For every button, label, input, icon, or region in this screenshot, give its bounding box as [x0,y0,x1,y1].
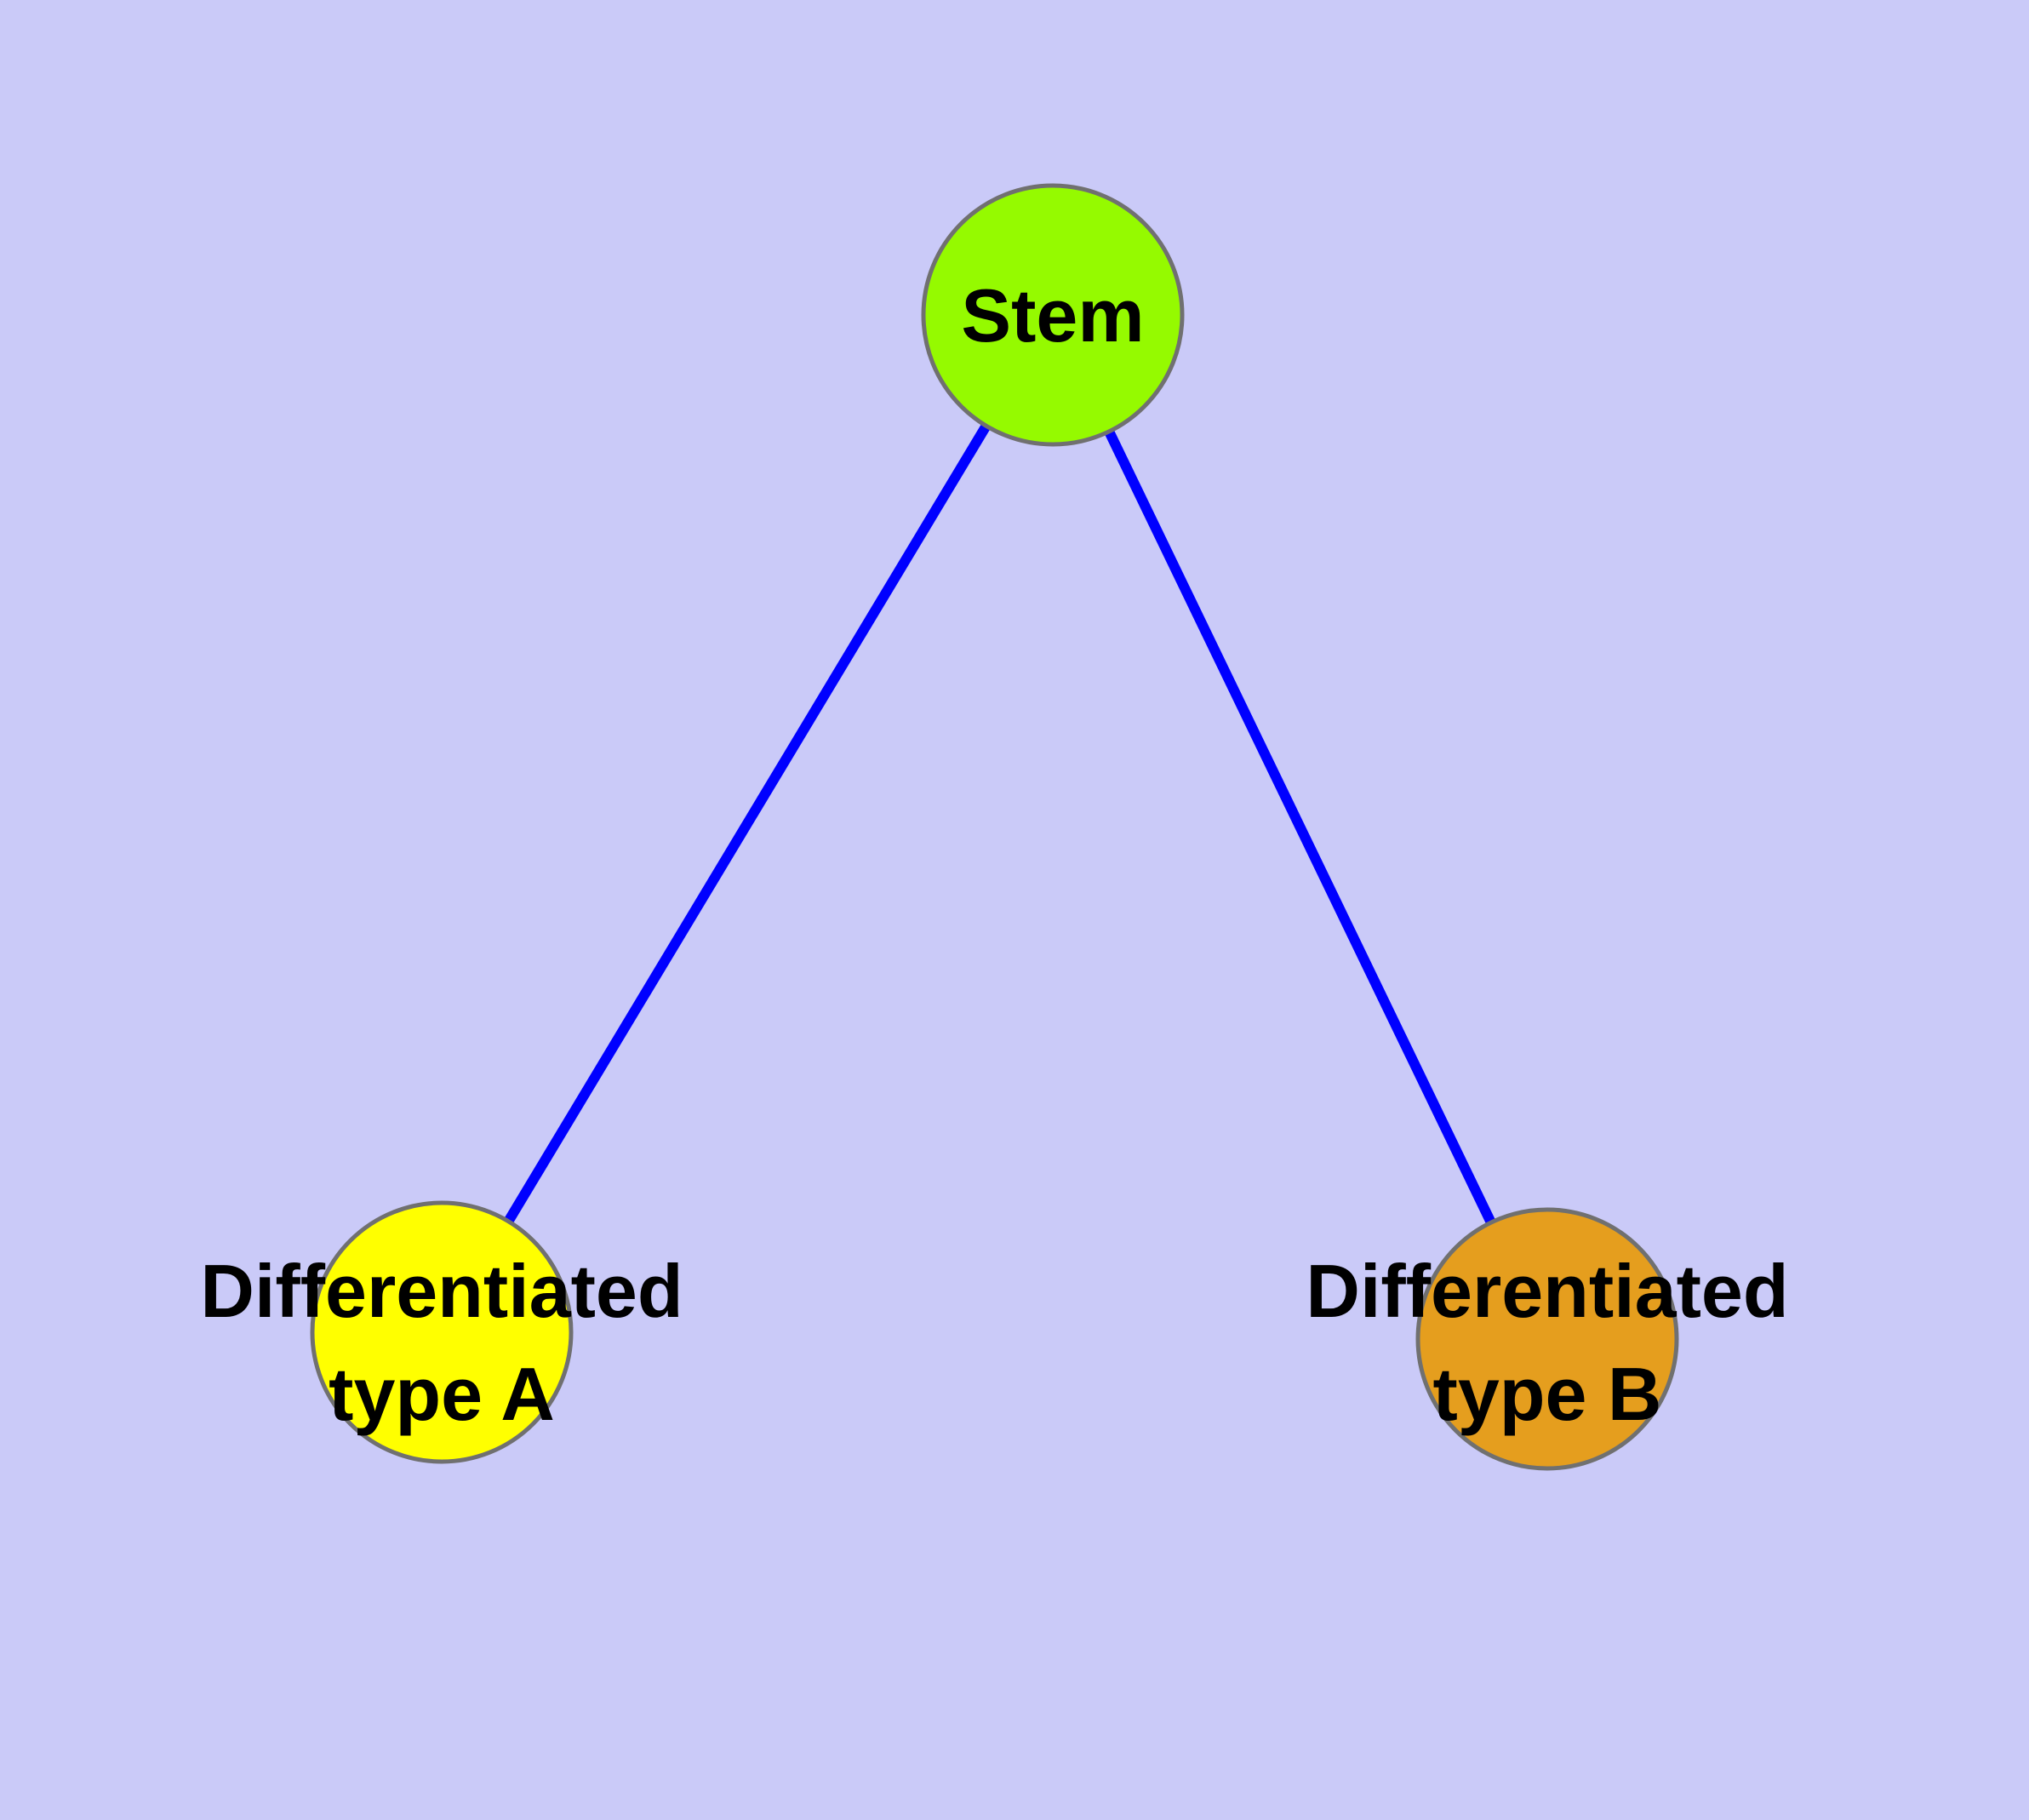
node-type-a [310,1200,574,1464]
edge-stem-to-type-b [1048,312,1552,1342]
node-type-b [1415,1207,1679,1471]
node-stem-label: Stem [961,273,1144,358]
node-type-a-label-line2: type A [329,1352,555,1436]
node-type-b-label-line1: Differentiated [1306,1249,1788,1333]
edge-stem-to-type-a [437,312,1058,1336]
node-type-a-label-line1: Differentiated [200,1249,683,1333]
node-stem [921,183,1185,447]
node-type-b-label-line2: type B [1433,1352,1662,1436]
